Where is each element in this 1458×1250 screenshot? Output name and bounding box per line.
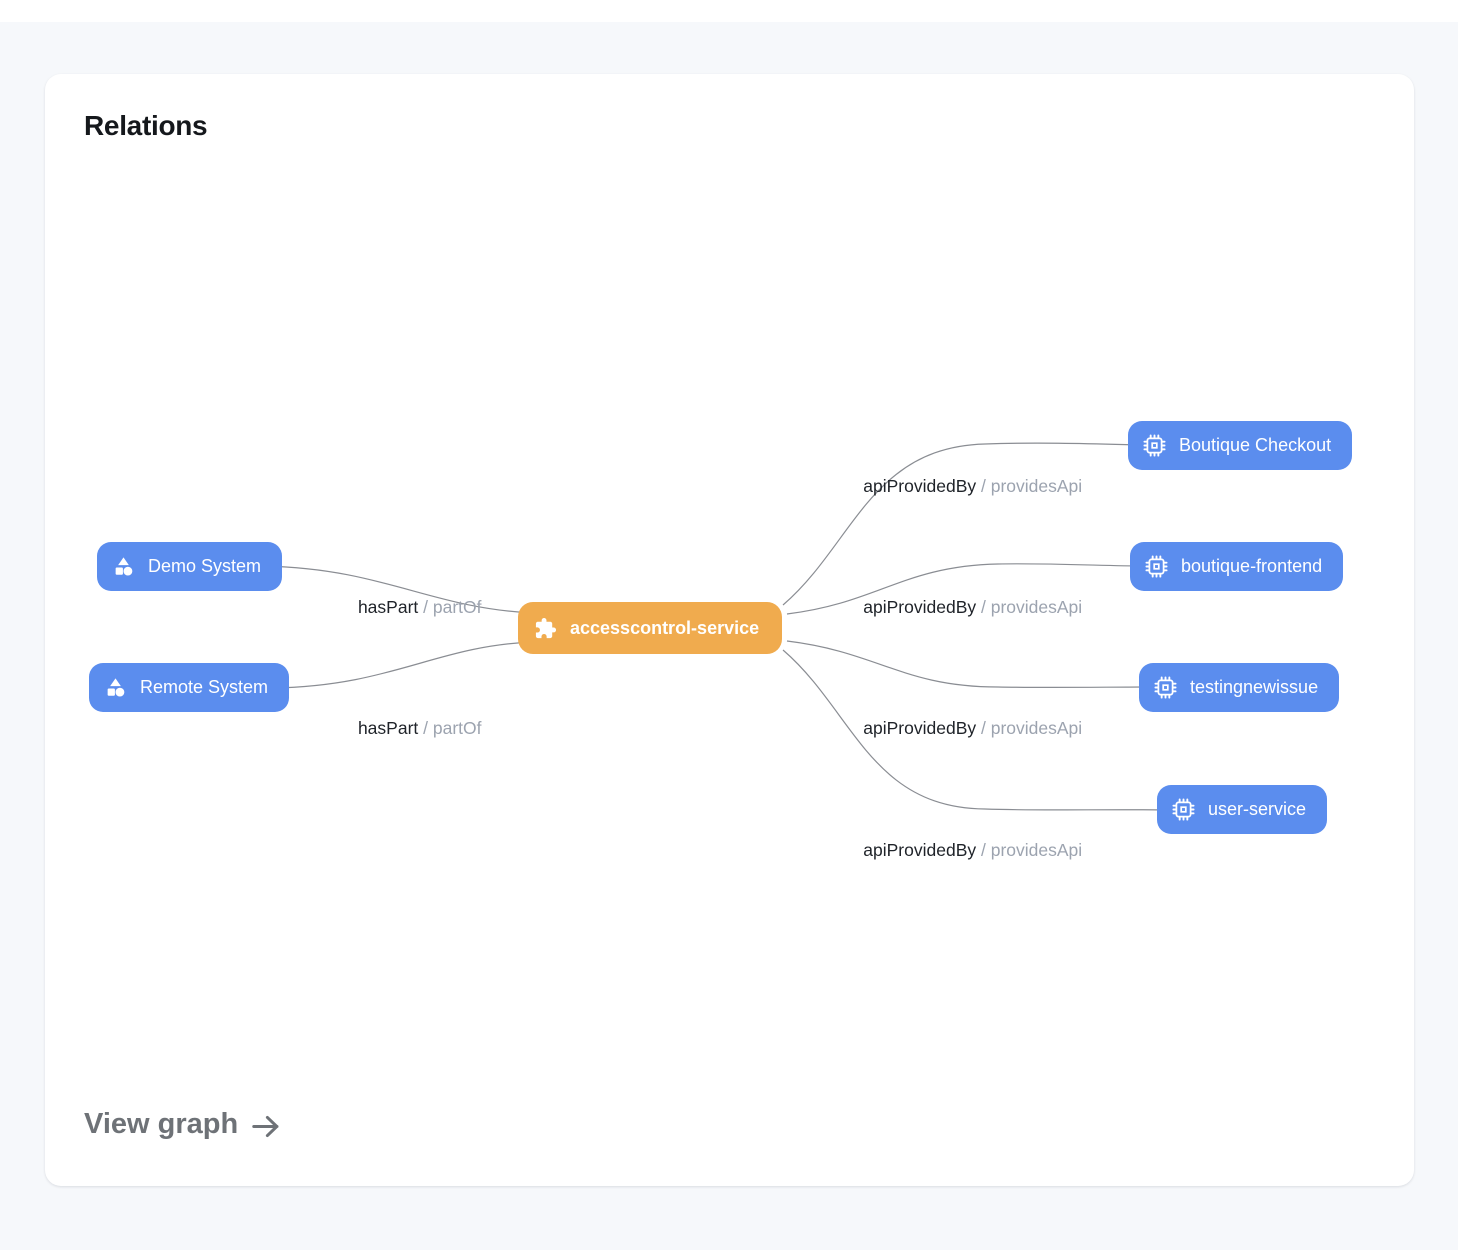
node-user-service[interactable]: user-service [1157, 785, 1327, 834]
puzzle-icon [534, 617, 557, 640]
edge-label-secondary: / partOf [418, 718, 481, 738]
edge-label-primary: apiProvidedBy [863, 840, 976, 860]
edge-label-secondary: / providesApi [976, 718, 1082, 738]
edge-label-api-testingnewissue: apiProvidedBy / providesApi [844, 692, 1082, 764]
edge-label-haspart-demo: hasPart / partOf [339, 571, 482, 643]
node-boutique-frontend[interactable]: boutique-frontend [1130, 542, 1343, 591]
chip-icon [1172, 798, 1195, 821]
node-testingnewissue[interactable]: testingnewissue [1139, 663, 1339, 712]
node-label: Demo System [148, 556, 261, 577]
shapes-icon [112, 555, 135, 578]
node-label: user-service [1208, 799, 1306, 820]
node-label: testingnewissue [1190, 677, 1318, 698]
edge-label-primary: apiProvidedBy [863, 718, 976, 738]
node-remote-system[interactable]: Remote System [89, 663, 289, 712]
edge-label-secondary: / providesApi [976, 476, 1082, 496]
edge-remote-system [273, 642, 533, 688]
node-label: boutique-frontend [1181, 556, 1322, 577]
edge-label-secondary: / providesApi [976, 597, 1082, 617]
edge-label-secondary: / providesApi [976, 840, 1082, 860]
node-boutique-checkout[interactable]: Boutique Checkout [1128, 421, 1352, 470]
view-graph-label: View graph [84, 1108, 238, 1141]
edge-label-primary: hasPart [358, 718, 418, 738]
card-title: Relations [84, 110, 207, 142]
edge-label-api-boutique-frontend: apiProvidedBy / providesApi [844, 571, 1082, 643]
node-label: accesscontrol-service [570, 618, 759, 639]
node-accesscontrol-service[interactable]: accesscontrol-service [518, 602, 782, 654]
chip-icon [1145, 555, 1168, 578]
edge-label-api-user-service: apiProvidedBy / providesApi [844, 814, 1082, 886]
edge-label-secondary: / partOf [418, 597, 481, 617]
node-label: Boutique Checkout [1179, 435, 1331, 456]
node-label: Remote System [140, 677, 268, 698]
page-top-strip [0, 0, 1458, 22]
edge-label-haspart-remote: hasPart / partOf [339, 692, 482, 764]
node-demo-system[interactable]: Demo System [97, 542, 282, 591]
shapes-icon [104, 676, 127, 699]
edge-label-primary: apiProvidedBy [863, 597, 976, 617]
chip-icon [1154, 676, 1177, 699]
edge-label-api-boutique-checkout: apiProvidedBy / providesApi [844, 450, 1082, 522]
edge-label-primary: hasPart [358, 597, 418, 617]
view-graph-link[interactable]: View graph [84, 1108, 282, 1141]
arrow-right-icon [251, 1113, 282, 1140]
relations-card: Relations Demo System Remote System [45, 74, 1414, 1186]
edge-testingnewissue [787, 641, 1151, 687]
edge-label-primary: apiProvidedBy [863, 476, 976, 496]
chip-icon [1143, 434, 1166, 457]
